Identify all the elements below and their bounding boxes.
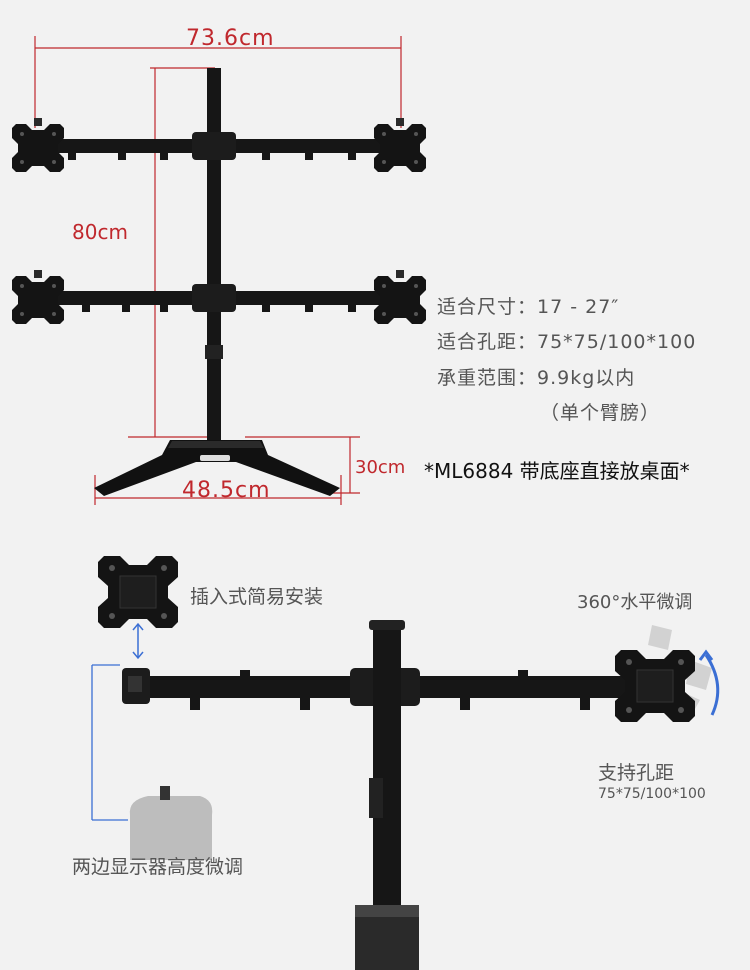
spec-vesa: 适合孔距：75*75/100*100 <box>437 331 697 353</box>
upper-right-mount-plate <box>374 118 426 172</box>
install-arrow <box>132 622 144 660</box>
vesa-support-title: 支持孔距 <box>598 762 675 784</box>
spec-load: 承重范围：9.9kg以内 <box>437 367 636 389</box>
spec-load-note: （单个臂膀） <box>540 402 661 424</box>
rotating-mount-plate <box>614 649 696 723</box>
quick-install-label: 插入式简易安装 <box>190 586 324 608</box>
model-note: *ML6884 带底座直接放桌面* <box>424 459 690 483</box>
height-adjust-bracket <box>91 664 128 821</box>
desk-base <box>94 440 340 496</box>
bottom-pole <box>373 622 401 922</box>
rotation-label: 360°水平微调 <box>577 592 693 613</box>
width-dimension-line <box>34 36 402 128</box>
width-label: 73.6cm <box>186 26 275 51</box>
rotation-arrow <box>704 654 720 716</box>
spec-size: 适合尺寸：17 - 27″ <box>437 296 620 318</box>
lower-left-mount-plate <box>12 270 64 324</box>
base-width-label: 48.5cm <box>182 478 271 503</box>
upper-arm <box>45 132 385 160</box>
lower-arm <box>45 284 385 312</box>
height-label: 80cm <box>72 220 128 244</box>
base-dimension-line <box>94 475 342 505</box>
depth-dimension-line <box>245 436 360 494</box>
height-adjust-label: 两边显示器高度微调 <box>72 856 244 878</box>
monitor-clamp <box>129 786 213 860</box>
height-dimension-line <box>128 67 215 438</box>
center-pole <box>207 68 221 440</box>
vesa-support-values: 75*75/100*100 <box>598 786 706 802</box>
quick-install-plate <box>97 555 179 629</box>
lower-right-mount-plate <box>374 270 426 324</box>
upper-left-mount-plate <box>12 118 64 172</box>
depth-label: 30cm <box>355 457 406 478</box>
